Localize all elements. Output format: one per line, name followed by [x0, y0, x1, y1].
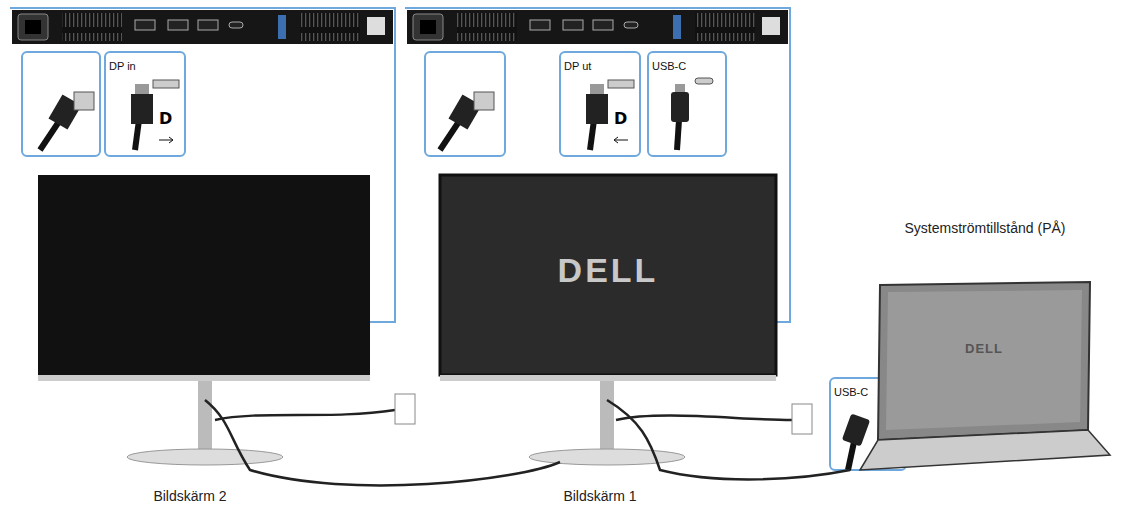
callout-box: DP ut: [563, 56, 637, 74]
back-panel: [12, 10, 788, 44]
logo: DELL: [558, 251, 659, 290]
port-label: USB-C: [651, 60, 687, 72]
svg-text:D: D: [614, 109, 627, 128]
status-label: Systemströmtillstånd (PÅ): [904, 220, 1065, 236]
monitor-label: Bildskärm 1: [563, 488, 636, 504]
port-label: DP ut: [563, 60, 592, 72]
laptop: [860, 282, 1110, 470]
port-label: USB-C: [833, 386, 869, 398]
monitor-label: Bildskärm 2: [153, 488, 226, 504]
callout-box: USB-C: [833, 382, 903, 400]
logo: DELL: [965, 341, 1003, 356]
monitor: [38, 175, 776, 465]
callout-box: DP in: [108, 56, 182, 74]
callout-box: USB-C: [651, 56, 723, 74]
port-label: DP in: [108, 60, 137, 72]
svg-text:D: D: [159, 109, 172, 128]
